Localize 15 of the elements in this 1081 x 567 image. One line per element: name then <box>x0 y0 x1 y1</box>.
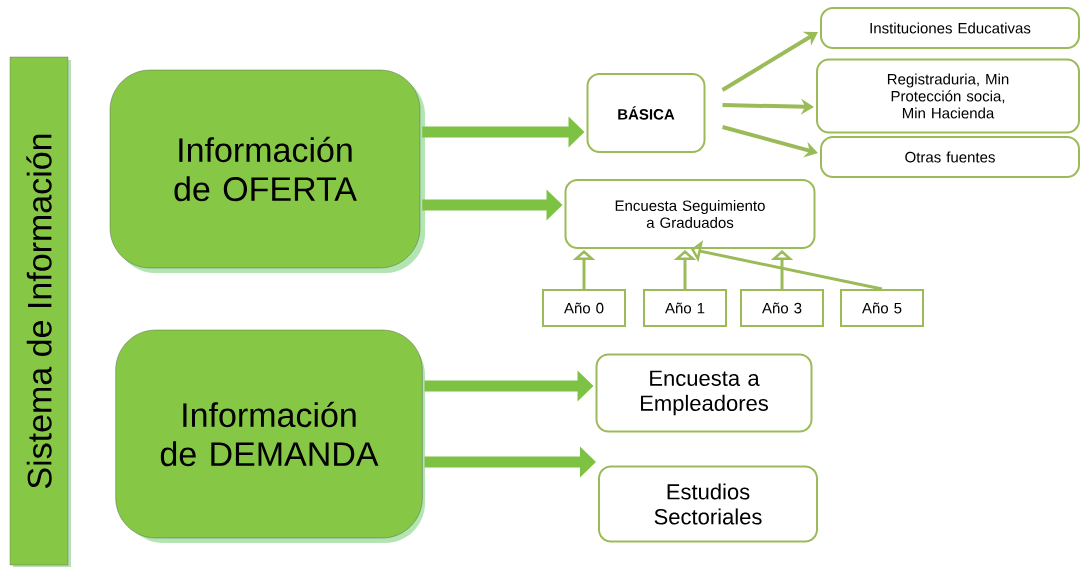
process-box: Otras fuentes <box>820 136 1080 178</box>
arrow <box>721 31 818 92</box>
year-box: Año 1 <box>643 289 727 327</box>
category-box: Información de DEMANDA <box>115 329 423 539</box>
year-box: Año 5 <box>840 289 924 327</box>
title-bar: Sistema de Información <box>9 56 69 566</box>
process-box: Encuesta a Empleadores <box>595 353 813 433</box>
process-box: BÁSICA <box>586 73 706 153</box>
year-box: Año 3 <box>740 289 824 327</box>
year-box: Año 0 <box>542 289 626 327</box>
category-box: Información de OFERTA <box>109 69 421 269</box>
process-box: Encuesta Seguimiento a Graduados <box>564 179 816 249</box>
process-box: Registraduria, Min Protección socia, Min Hacienda <box>816 58 1080 134</box>
process-box: Instituciones Educativas <box>820 7 1080 49</box>
process-box: Estudios Sectoriales <box>598 465 818 543</box>
